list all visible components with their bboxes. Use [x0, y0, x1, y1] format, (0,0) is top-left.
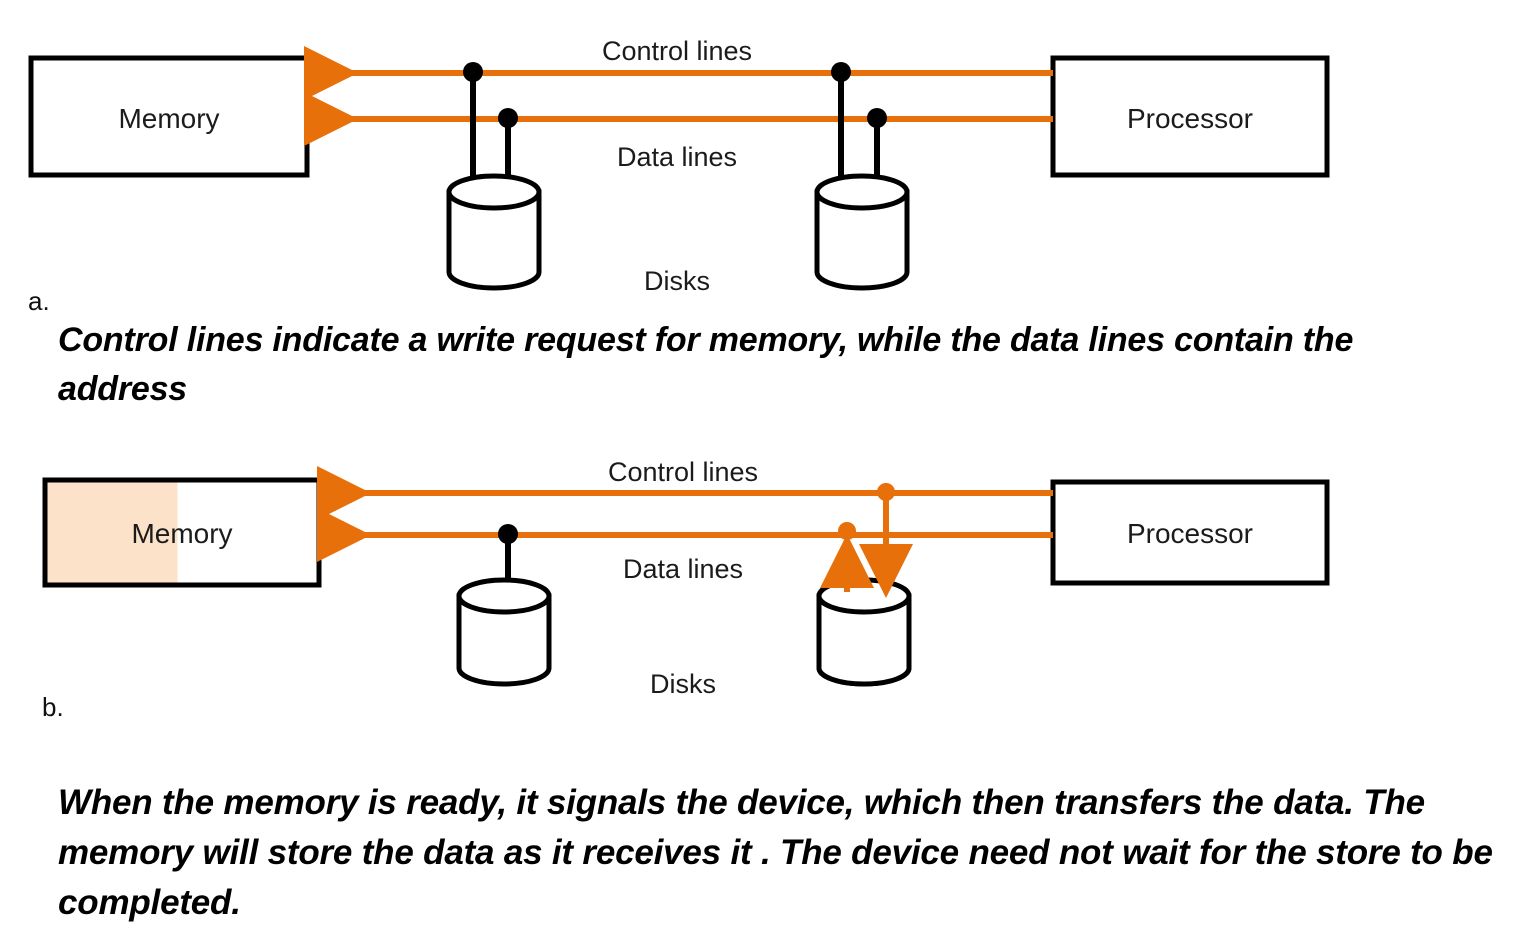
panel-b-disk-left[interactable]	[456, 524, 552, 687]
panel-a-caption: Control lines indicate a write request f…	[58, 321, 1354, 408]
panel-b-control-lines-label: Control lines	[608, 457, 758, 487]
panel-a-disk-left[interactable]	[446, 62, 542, 291]
panel-b-key: b.	[42, 692, 64, 722]
panel-b-caption: When the memory is ready, it signals the…	[58, 783, 1493, 922]
panel-b-group: Memory Processor	[42, 457, 1330, 722]
panel-a-group: Memory Processor	[28, 36, 1330, 316]
panel-b-disk-left-data-tap-dot	[498, 524, 518, 544]
panel-b-disk-right[interactable]	[816, 483, 913, 687]
panel-a-disk-left-control-tap-dot	[463, 62, 483, 82]
panel-b-memory-filled-region	[47, 482, 178, 583]
panel-b-control-tap-dot	[877, 483, 895, 501]
panel-b-disks-label: Disks	[650, 669, 716, 699]
panel-a-memory-label: Memory	[118, 103, 219, 134]
panel-a-memory-box[interactable]: Memory	[28, 55, 310, 178]
panel-b-processor-label: Processor	[1127, 518, 1253, 549]
panel-a-disks-label: Disks	[644, 266, 710, 296]
panel-b-processor-box[interactable]: Processor	[1050, 479, 1330, 586]
panel-b-memory-box[interactable]: Memory	[42, 477, 322, 588]
panel-a-processor-label: Processor	[1127, 103, 1253, 134]
panel-b-memory-label: Memory	[131, 518, 232, 549]
panel-a-processor-box[interactable]: Processor	[1050, 55, 1330, 178]
panel-a-disk-right[interactable]	[814, 62, 910, 291]
panel-a-disk-right-data-tap-dot	[867, 108, 887, 128]
panel-a-disk-right-control-tap-dot	[831, 62, 851, 82]
panel-a-key: a.	[28, 286, 50, 316]
panel-a-data-lines-label: Data lines	[617, 142, 737, 172]
panel-a-control-lines-label: Control lines	[602, 36, 752, 66]
panel-b-data-tap-dot	[838, 522, 856, 540]
panel-a-disk-left-data-tap-dot	[498, 108, 518, 128]
panel-b-data-lines-label: Data lines	[623, 554, 743, 584]
